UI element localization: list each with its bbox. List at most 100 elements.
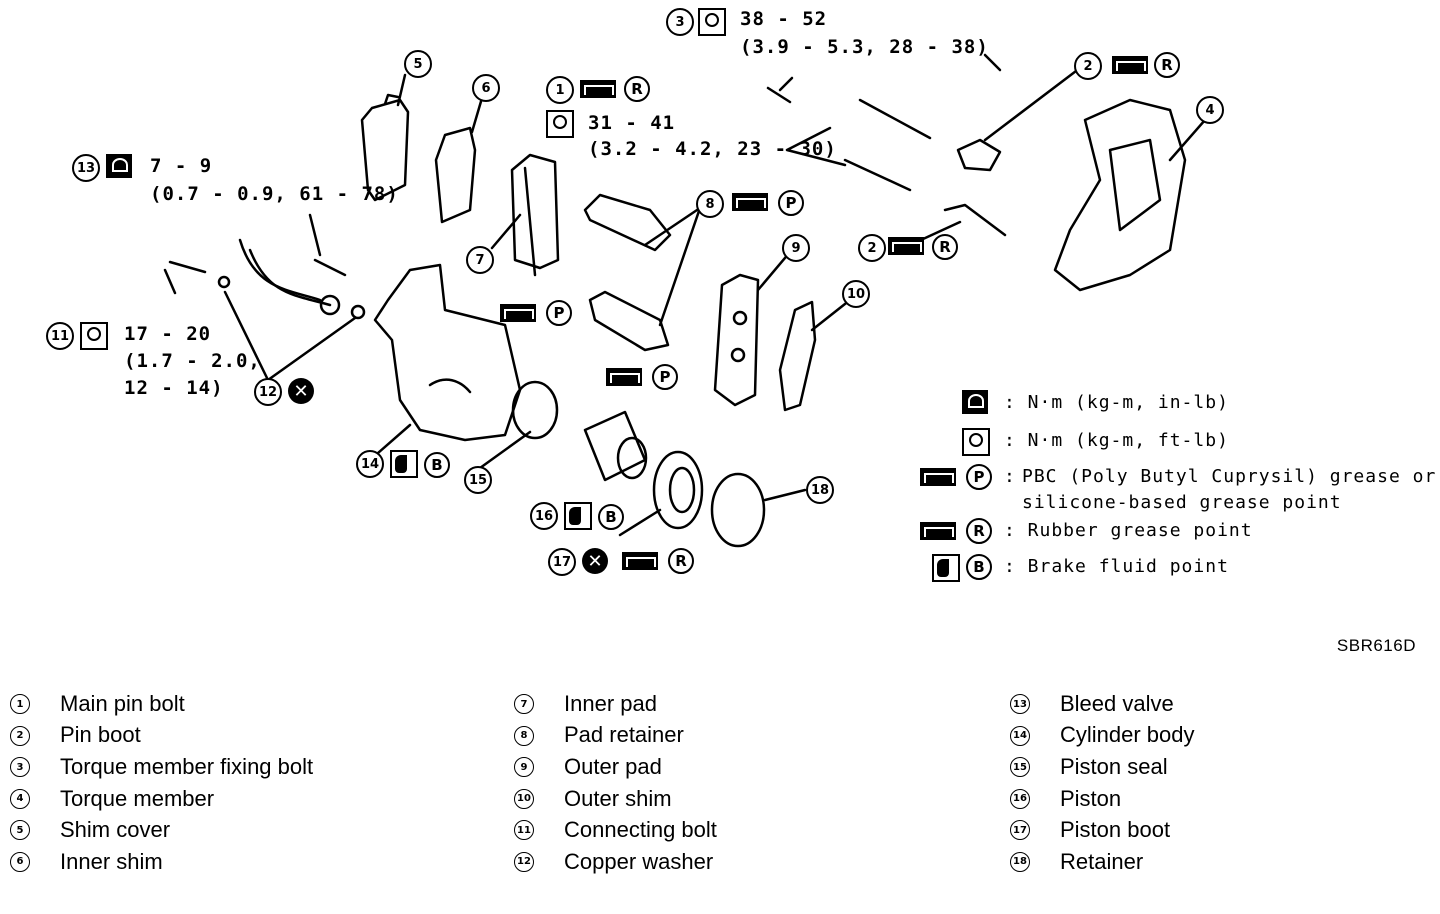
callout-5: 5 [404, 50, 432, 78]
callout-8: 8 [696, 190, 724, 218]
torque-1-conversion: (3.2 - 4.2, 23 - 30) [588, 138, 837, 160]
callout-2-bottom: 2 [858, 234, 886, 262]
retainer-shape [710, 472, 766, 548]
part-number: 17 [1010, 820, 1030, 841]
rubber-grease-icon [1112, 56, 1148, 74]
rubber-grease-letter-r: R [966, 518, 992, 544]
callout-10: 10 [842, 280, 870, 308]
part-label: Shim cover [60, 817, 171, 843]
figure-code: SBR616D [1336, 636, 1416, 655]
part-label: Main pin bolt [60, 690, 185, 716]
rubber-grease-icon [622, 552, 658, 570]
torque-13-conversion: (0.7 - 0.9, 61 - 78) [150, 183, 399, 205]
pbc-grease-letter-p: P [652, 364, 678, 390]
part-number: 18 [1010, 851, 1030, 872]
cylinder-body-shape [373, 263, 522, 442]
part-number: 6 [10, 851, 30, 872]
callout-3: 3 [666, 8, 694, 36]
bleed-valve-shape [313, 258, 347, 277]
callout-9: 9 [782, 234, 810, 262]
part-number: 15 [1010, 757, 1030, 778]
callout-18: 18 [806, 476, 834, 504]
part-number: 2 [10, 725, 30, 746]
torque-3-conversion: (3.9 - 5.3, 28 - 38) [740, 36, 989, 58]
torque-inlb-icon [962, 390, 988, 414]
legend-pbc-line1: PBC (Poly Butyl Cuprysil) grease or [1022, 466, 1437, 487]
part-number: 13 [1010, 694, 1030, 714]
pbc-grease-letter-p: P [778, 190, 804, 216]
part-label: Inner pad [564, 690, 657, 716]
torque-ftlb-icon [546, 110, 574, 138]
pbc-grease-icon [732, 193, 768, 211]
part-label: Pin boot [60, 722, 141, 748]
rubber-grease-icon [920, 522, 956, 540]
inner-pad-shape [510, 153, 560, 270]
piston-boot-shape [652, 450, 704, 530]
brake-fluid-icon [932, 554, 960, 582]
callout-7: 7 [466, 246, 494, 274]
torque-11-conversion-b: 12 - 14) [124, 377, 224, 399]
part-label: Torque member fixing bolt [60, 753, 314, 779]
part-label: Piston [1060, 785, 1122, 811]
callout-1: 1 [546, 76, 574, 104]
pin-boot-shape [956, 138, 1002, 172]
brake-fluid-letter-b: B [424, 452, 450, 478]
torque-13-value: 7 - 9 [150, 155, 213, 177]
shim-cover-shape [360, 98, 410, 202]
part-label: Inner shim [60, 848, 163, 874]
legend-pbc-line2: silicone-based grease point [1022, 492, 1342, 513]
part-number: 4 [10, 788, 30, 809]
part-label: Copper washer [564, 848, 714, 874]
part-number: 3 [10, 757, 30, 778]
part-number: 10 [514, 788, 534, 809]
brake-fluid-letter-b: B [966, 554, 992, 580]
rubber-grease-letter-r: R [932, 234, 958, 260]
torque-1-value: 31 - 41 [588, 112, 676, 134]
replace-part-icon: ✕ [288, 378, 314, 404]
callout-15: 15 [464, 466, 492, 494]
part-number: 11 [514, 820, 534, 841]
pad-retainer-lower [588, 290, 670, 352]
part-label: Pad retainer [564, 722, 684, 748]
part-number: 1 [10, 694, 30, 714]
part-label: Bleed valve [1060, 690, 1174, 716]
brake-fluid-icon [390, 450, 418, 478]
torque-inlb-icon [106, 154, 132, 178]
torque-3-value: 38 - 52 [740, 8, 828, 30]
torque-member-shape [1053, 98, 1187, 292]
inner-shim-shape [434, 126, 477, 224]
part-label: Piston seal [1060, 753, 1168, 779]
rubber-grease-letter-r: R [668, 548, 694, 574]
part-label: Outer pad [564, 753, 662, 779]
part-number: 14 [1010, 725, 1030, 746]
pbc-grease-icon [500, 304, 536, 322]
callout-2-top: 2 [1074, 52, 1102, 80]
pbc-grease-icon [606, 368, 642, 386]
rubber-grease-icon [888, 237, 924, 255]
torque-member-fixing-bolt [766, 86, 792, 104]
part-number: 12 [514, 851, 534, 872]
torque-ftlb-icon [698, 8, 726, 36]
legend-rubber: : Rubber grease point [1004, 520, 1253, 541]
callout-11: 11 [46, 322, 74, 350]
pad-retainer-upper [583, 193, 672, 252]
torque-11-value: 17 - 20 [124, 323, 212, 345]
pbc-grease-letter-p: P [546, 300, 572, 326]
pbc-grease-letter-p: P [966, 464, 992, 490]
callout-6: 6 [472, 74, 500, 102]
parts-list: 1 Main pin bolt 2 Pin boot 3 Torque member … [0, 688, 1440, 888]
pbc-grease-icon [920, 468, 956, 486]
brake-fluid-icon [564, 502, 592, 530]
piston-shape [583, 410, 647, 482]
callout-12: 12 [254, 378, 282, 406]
replace-part-icon: ✕ [582, 548, 608, 574]
part-number: 5 [10, 820, 30, 841]
legend-fluid: : Brake fluid point [1004, 556, 1229, 577]
outer-shim-shape [778, 300, 817, 412]
callout-4: 4 [1196, 96, 1224, 124]
torque-11-conversion-a: (1.7 - 2.0, [124, 350, 261, 372]
legend-inlb: : N·m (kg-m, in-lb) [1004, 392, 1229, 413]
callout-16: 16 [530, 502, 558, 530]
brake-fluid-letter-b: B [598, 504, 624, 530]
callout-14: 14 [356, 450, 384, 478]
